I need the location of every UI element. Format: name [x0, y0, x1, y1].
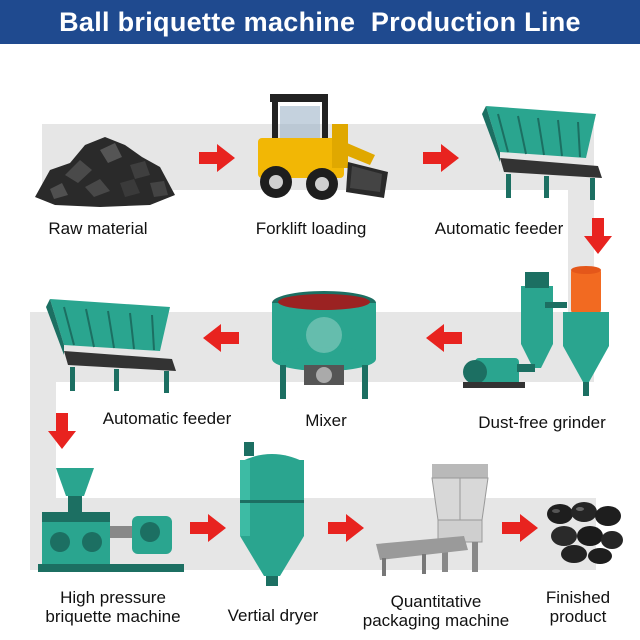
step-packaging-machine [372, 460, 490, 580]
grinder-icon [463, 266, 609, 396]
arrow-down-left [48, 413, 76, 449]
arrow-left-2 [203, 324, 239, 352]
step-automatic-feeder-2 [42, 295, 182, 395]
caption-automatic-feeder-2: Automatic feeder [102, 409, 232, 428]
arrow-right-1 [199, 144, 235, 172]
coal-pile-icon [35, 137, 175, 207]
packaging-machine-icon [376, 464, 489, 576]
vertical-dryer-icon [240, 442, 304, 586]
arrow-right-3 [190, 514, 226, 542]
caption-packaging-machine-line2: packaging machine [362, 611, 510, 630]
step-briquette-press [38, 466, 188, 578]
step-forklift [250, 80, 390, 205]
caption-dust-free-grinder: Dust-free grinder [478, 413, 606, 432]
caption-raw-material: Raw material [48, 219, 148, 238]
caption-briquette-press-line2: briquette machine [45, 607, 181, 626]
step-vertical-dryer [232, 440, 312, 590]
caption-briquette-press-line1: High pressure [60, 588, 166, 607]
page-title: Ball briquette machine Production Line [59, 6, 581, 37]
step-finished-product [544, 500, 624, 566]
arrow-left-1 [426, 324, 462, 352]
feeder-icon [46, 299, 176, 393]
caption-finished-product: Finished product [536, 588, 620, 626]
caption-mixer: Mixer [305, 411, 347, 430]
arrow-right-4 [328, 514, 364, 542]
step-automatic-feeder-1 [478, 100, 608, 205]
forklift-icon [258, 94, 388, 200]
caption-vertical-dryer: Vertial dryer [227, 606, 319, 625]
flow-band-left-vertical [30, 312, 56, 512]
step-mixer [268, 285, 380, 403]
caption-packaging-machine-line1: Quantitative [390, 592, 482, 611]
caption-packaging-machine: Quantitative packaging machine [356, 592, 516, 630]
step-dust-free-grinder [455, 262, 615, 402]
briquette-balls-icon [547, 502, 623, 564]
arrow-right-5 [502, 514, 538, 542]
title-bar: Ball briquette machine Production Line [0, 0, 640, 44]
mixer-icon [272, 291, 376, 399]
arrow-down-right [584, 218, 612, 254]
feeder-icon [482, 106, 602, 200]
caption-briquette-press: High pressure briquette machine [28, 588, 198, 626]
caption-forklift: Forklift loading [255, 219, 367, 238]
caption-finished-product-line2: product [549, 607, 607, 626]
briquette-press-icon [38, 468, 184, 572]
arrow-right-2 [423, 144, 459, 172]
caption-automatic-feeder-1: Automatic feeder [434, 219, 564, 238]
step-raw-material [30, 115, 180, 210]
caption-finished-product-line1: Finished [545, 588, 611, 607]
